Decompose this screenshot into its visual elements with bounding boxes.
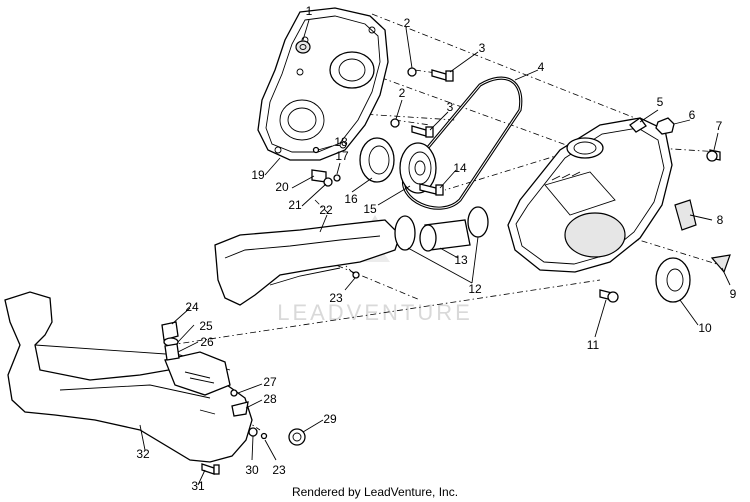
callout-label: 13 — [454, 253, 468, 267]
callout-label: 7 — [716, 119, 723, 133]
callout-label: 5 — [657, 95, 664, 109]
callout-label: 11 — [587, 338, 600, 352]
callout-label: 2 — [404, 16, 411, 30]
fitting-part-26 — [164, 343, 180, 361]
callout-label: 29 — [323, 412, 337, 426]
callout-label: 1 — [306, 4, 313, 18]
callout-label: 23 — [329, 291, 343, 305]
callout-label: 19 — [251, 168, 265, 182]
clamp-part-12a — [394, 215, 416, 251]
callout-label: 17 — [335, 149, 349, 163]
pin-part-18 — [312, 146, 320, 154]
washer-part-30 — [248, 427, 258, 437]
callout-label: 14 — [453, 161, 467, 175]
watermark-text: LEADVENTURE — [277, 300, 473, 325]
clamp-part-12b — [467, 206, 489, 238]
callout-label: 23 — [272, 463, 286, 477]
cap-part-24 — [161, 321, 179, 341]
lower-duct — [4, 291, 253, 463]
tag-part-9 — [710, 254, 731, 274]
bracket-part-28 — [231, 401, 249, 417]
callout-label: 32 — [136, 447, 150, 461]
intake-duct — [214, 219, 401, 306]
screws-part-3 — [411, 69, 454, 138]
cap-fittings — [161, 321, 180, 361]
callout-label: 10 — [698, 321, 712, 335]
gasket-part-10 — [655, 257, 691, 303]
clamp-hose-parts — [394, 206, 489, 252]
leader-lines — [139, 19, 731, 486]
callout-label: 28 — [263, 392, 277, 406]
screw-part-11 — [599, 289, 619, 303]
callout-label: 30 — [245, 463, 259, 477]
callout-label: 27 — [263, 375, 277, 389]
callout-label: 21 — [288, 198, 302, 212]
washer-part-1 — [295, 40, 311, 54]
screw-part-23 — [352, 271, 360, 279]
callout-label: 4 — [538, 60, 545, 74]
bolt-part-14 — [419, 183, 444, 196]
screw-part-23b — [260, 432, 268, 440]
callout-label: 2 — [399, 86, 406, 100]
callout-label: 31 — [191, 479, 205, 493]
decal-part-8 — [674, 199, 697, 231]
footer-credit: Rendered by LeadVenture, Inc. — [292, 485, 458, 499]
callout-label: 18 — [334, 135, 348, 149]
callout-label: 15 — [363, 202, 377, 216]
callout-label: 16 — [344, 192, 358, 206]
drive-belt — [401, 76, 523, 210]
callout-label: 26 — [200, 335, 214, 349]
washers-part-2 — [390, 67, 417, 128]
chaincase-inner-plate — [257, 7, 389, 161]
callout-label: 24 — [185, 300, 199, 314]
clutch-cover — [507, 117, 673, 273]
pulley-part-15 — [399, 142, 437, 194]
callout-label: 25 — [199, 319, 213, 333]
callout-label: 9 — [730, 287, 737, 301]
nut-part-6 — [655, 117, 675, 135]
callout-labels: 1 2 3 4 5 6 7 2 3 14 18 17 19 20 21 16 1… — [136, 4, 736, 493]
lower-hardware — [201, 389, 306, 475]
seal-part-16 — [359, 137, 395, 183]
callout-label: 8 — [717, 213, 724, 227]
ring-part-29 — [288, 428, 306, 446]
screw-part-27 — [230, 389, 238, 397]
callout-label: 12 — [468, 282, 482, 296]
callout-label: 6 — [689, 108, 696, 122]
callout-label: 3 — [479, 41, 486, 55]
nut-part-17 — [333, 174, 341, 182]
callout-label: 3 — [447, 100, 454, 114]
callout-label: 22 — [319, 203, 333, 217]
screw-part-7 — [706, 149, 721, 162]
callout-label: 20 — [275, 180, 289, 194]
